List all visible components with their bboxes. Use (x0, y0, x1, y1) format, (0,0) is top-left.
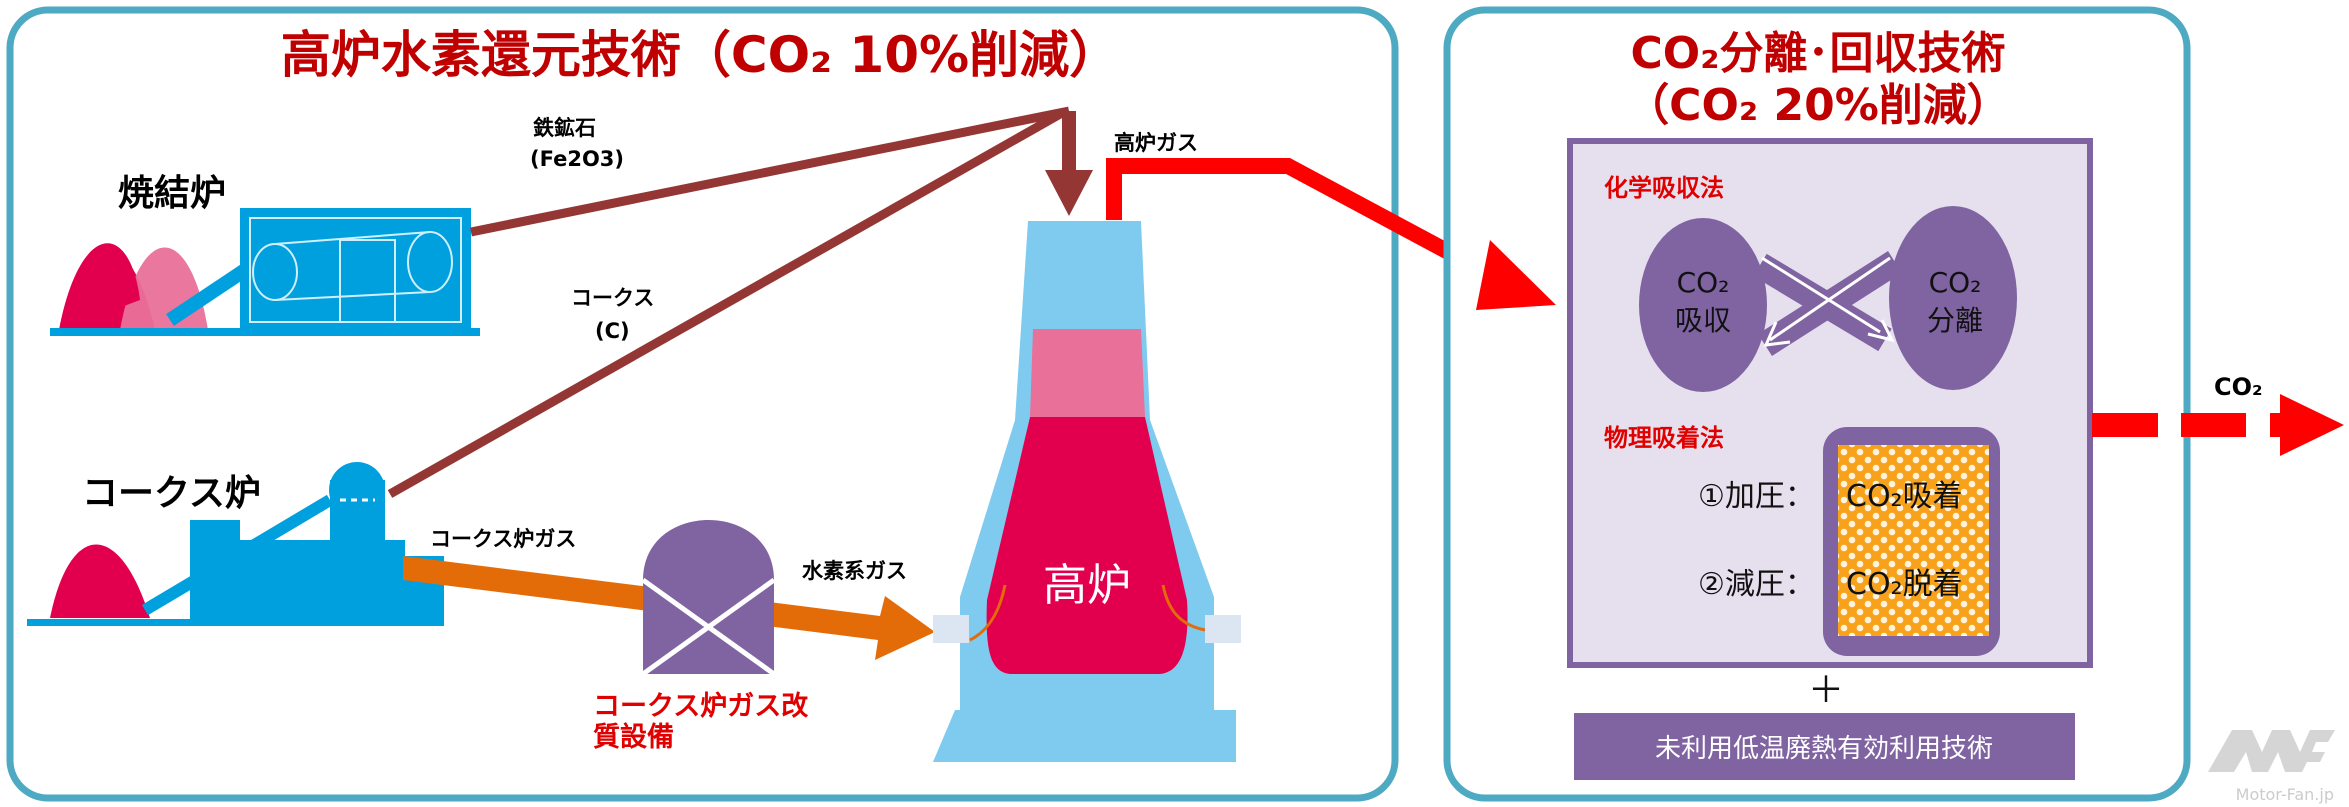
right-panel-title-line1: CO₂分離･回収技術 (1631, 28, 2006, 79)
coke-pipe (387, 109, 1065, 498)
blast-furnace-icon (933, 221, 1241, 762)
blast-gas-label: 高炉ガス (1114, 131, 1198, 155)
hydrogen-gas-label: 水素系ガス (802, 559, 907, 583)
step1-condition: ①加圧： (1698, 479, 1815, 514)
reformer-vessel-icon (641, 520, 776, 677)
separate-label: 分離 (1927, 304, 1983, 337)
absorb-label: 吸収 (1675, 304, 1731, 337)
coke-formula: (C) (595, 319, 630, 343)
separate-co2-label: CO₂ (1929, 266, 1982, 299)
waste-heat-bar (1574, 713, 2075, 780)
plus-sign: ＋ (1808, 670, 1844, 711)
watermark-text: Motor-Fan.jp (2236, 785, 2334, 804)
coke-gas-label: コークス炉ガス (430, 527, 576, 551)
absorb-co2-label: CO₂ (1677, 266, 1730, 299)
adsorbent-bed (1838, 445, 1989, 636)
reformer-label-line1: コークス炉ガス改 (593, 691, 808, 722)
motor-fan-logo (2208, 730, 2335, 772)
sinter-plant-icon (50, 208, 480, 336)
step2-result: CO₂脱着 (1846, 567, 1963, 602)
iron-ore-pipe (470, 106, 1070, 237)
feed-arrow-head-icon (1045, 170, 1093, 216)
chemical-cycle-icon (1639, 206, 2017, 392)
reformer-label-line2: 質設備 (593, 721, 674, 753)
inflow-arrow-head-icon (1476, 240, 1556, 310)
step1-result: CO₂吸着 (1846, 479, 1963, 514)
blast-furnace-label: 高炉 (1043, 560, 1131, 611)
coke-oven-icon (27, 462, 444, 626)
coke-oven-label: コークス炉 (82, 473, 261, 514)
co2-output-arrow (2092, 394, 2344, 456)
physical-adsorption-label: 物理吸着法 (1604, 424, 1724, 452)
waste-heat-label: 未利用低温廃熱有効利用技術 (1655, 734, 1993, 764)
chemical-absorption-label: 化学吸収法 (1604, 174, 1724, 202)
sinter-plant-label: 焼結炉 (118, 173, 226, 214)
coke-label: コークス (571, 286, 654, 310)
blast-gas-pipe (1106, 158, 1514, 293)
iron-ore-formula: (Fe2O3) (530, 147, 624, 171)
iron-ore-label: 鉄鉱石 (533, 116, 596, 140)
left-panel-title: 高炉水素還元技術（CO₂ 10%削減） (281, 26, 1119, 84)
right-panel-title-line2: （CO₂ 20%削減） (1625, 80, 2011, 131)
co2-output-label: CO₂ (2214, 373, 2263, 401)
step2-condition: ②減圧： (1698, 567, 1815, 602)
